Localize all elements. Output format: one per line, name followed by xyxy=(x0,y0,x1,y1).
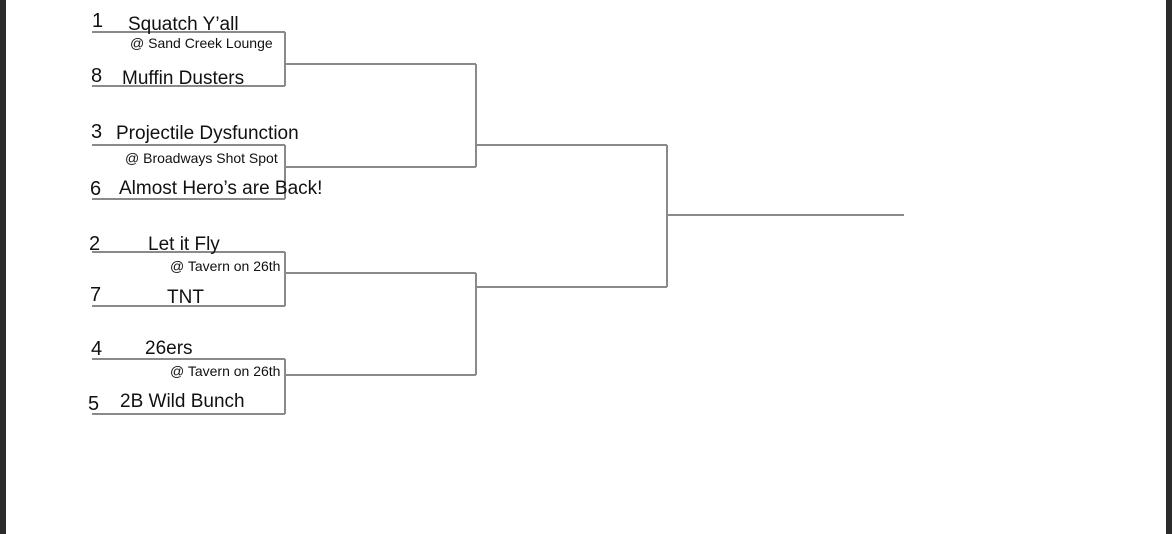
match-3-bottom-team: TNT xyxy=(167,287,204,308)
match-4-bottom-team: 2B Wild Bunch xyxy=(120,391,245,412)
match-1-top-team: Squatch Y’all xyxy=(128,14,239,35)
match-4-bottom-seed: 5 xyxy=(88,393,100,415)
match-3-venue: @ Tavern on 26th xyxy=(170,258,281,274)
match-4-top-team: 26ers xyxy=(145,338,193,359)
match-1-bottom-seed: 8 xyxy=(91,65,103,87)
bracket-page xyxy=(6,0,1166,534)
match-4-top-seed: 4 xyxy=(91,338,103,360)
match-2-bottom-team: Almost Hero’s are Back! xyxy=(119,178,323,199)
match-2-bottom-seed: 6 xyxy=(90,178,102,200)
match-3-bottom-seed: 7 xyxy=(90,284,102,306)
match-3-top-seed: 2 xyxy=(89,233,101,255)
viewer-frame-right xyxy=(1166,0,1172,534)
match-3-top-team: Let it Fly xyxy=(148,234,220,255)
match-2-top-seed: 3 xyxy=(91,121,103,143)
match-1-bottom-team: Muffin Dusters xyxy=(122,68,245,89)
match-2-venue: @ Broadways Shot Spot xyxy=(125,150,278,166)
match-2-top-team: Projectile Dysfunction xyxy=(116,123,299,144)
match-1-venue: @ Sand Creek Lounge xyxy=(130,35,273,51)
match-1-top-seed: 1 xyxy=(92,10,104,32)
match-4-venue: @ Tavern on 26th xyxy=(170,363,281,379)
